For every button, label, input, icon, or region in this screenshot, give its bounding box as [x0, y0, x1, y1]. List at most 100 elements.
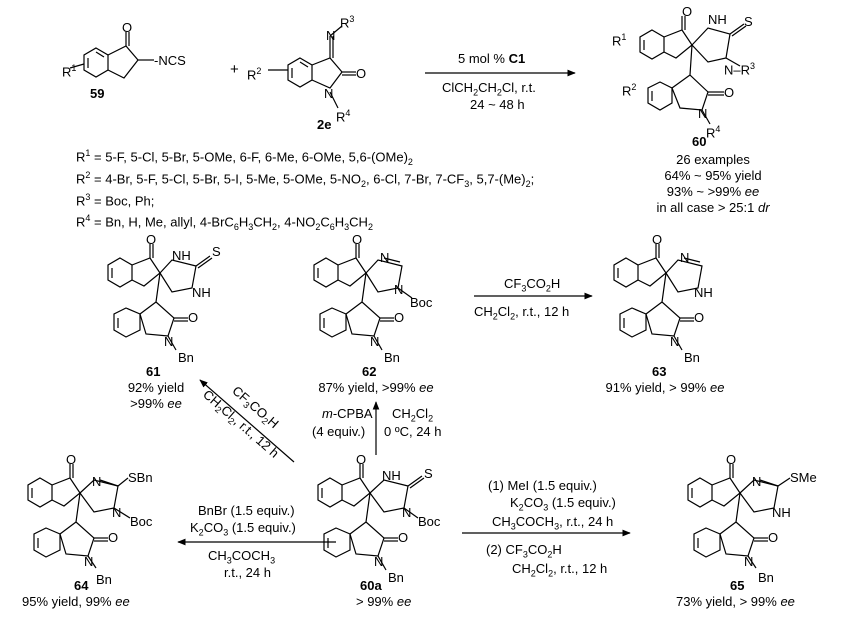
s-label-60: S [744, 14, 753, 29]
n-oxindole-63: N [670, 334, 680, 349]
structure-63 [613, 244, 703, 351]
boc-label-62: Boc [410, 295, 433, 310]
s-label-60a: S [424, 466, 433, 481]
structure-62 [313, 244, 413, 351]
n-oxindole-61: N [164, 334, 174, 349]
ee-range: 93% ~ >99% ee [666, 184, 760, 199]
bn-label-60a: Bn [388, 570, 404, 585]
condition-step2-solvent: CH2Cl2, r.t., 12 h [512, 561, 608, 579]
o-oxindole-60a: O [398, 530, 409, 545]
solvent-condition: ClCH2CH2Cl, r.t. [442, 80, 536, 98]
compound-62-label: 62 [362, 364, 377, 379]
bn-label-61: Bn [178, 350, 194, 365]
r1-label: R1 [62, 63, 77, 80]
r4-values: R4 = Bn, H, Me, allyl, 4-BrC6H3CH2, 4-NO… [76, 213, 373, 232]
r1-values: R1 = 5-F, 5-Cl, 5-Br, 5-OMe, 6-F, 6-Me, … [76, 148, 413, 167]
condition-mcpba: m-CPBA [322, 406, 373, 421]
o-oxindole-62: O [394, 310, 405, 325]
bn-label-62: Bn [384, 350, 400, 365]
compound-59-label: 59 [90, 86, 105, 101]
boc-label-60a: Boc [418, 514, 441, 529]
bn-label-65: Bn [758, 570, 774, 585]
condition-mcpba-solvent: CH2Cl2 [392, 406, 434, 424]
condition-bnbr: BnBr (1.5 equiv.) [198, 503, 295, 518]
condition-mcpba-temp: 0 ºC, 24 h [384, 424, 442, 439]
yield-62: 87% yield, >99% ee [318, 380, 434, 395]
compound-61-label: 61 [146, 364, 161, 379]
o-label-64: O [66, 452, 77, 467]
plus-sign: + [230, 61, 239, 78]
condition-62-to-63-reagent: CF3CO2H [504, 276, 561, 294]
r3-label: R3 [340, 14, 355, 31]
n-label-63-top: N [680, 250, 690, 265]
ncs-label: -NCS [154, 53, 186, 68]
condition-mei: (1) MeI (1.5 equiv.) [488, 478, 597, 493]
nh-label-65: NH [772, 505, 791, 520]
compound-65-label: 65 [730, 578, 745, 593]
o-label-65: O [726, 452, 737, 467]
n-oxindole-65: N [744, 554, 754, 569]
o-label-63: O [652, 232, 663, 247]
ee-61: >99% ee [130, 396, 182, 411]
compound-2e-label: 2e [317, 117, 332, 132]
dr-note: in all case > 25:1 dr [656, 200, 770, 215]
condition-62-to-63-solvent: CH2Cl2, r.t., 12 h [474, 304, 570, 322]
o-label-59: O [122, 20, 133, 35]
yield-64: 95% yield, 99% ee [22, 594, 130, 609]
o-label-61: O [146, 232, 157, 247]
n-oxindole-60: N [698, 106, 708, 121]
n-oxindole-64: N [84, 554, 94, 569]
examples-count: 26 examples [676, 152, 750, 167]
ee-60a: > 99% ee [356, 594, 412, 609]
yield-63: 91% yield, > 99% ee [605, 380, 725, 395]
structure-60a [317, 464, 425, 571]
condition-k2co3-65: K2CO3 (1.5 equiv.) [510, 495, 616, 513]
n-label-62: N [394, 282, 404, 297]
compound-60a-label: 60a [360, 578, 382, 593]
r4-label-60: R4 [706, 124, 721, 141]
n-oxindole-60a: N [374, 554, 384, 569]
o-oxindole-60: O [724, 85, 735, 100]
n-oxindole-62: N [370, 334, 380, 349]
nh-label-63: NH [694, 285, 713, 300]
structure-64 [27, 464, 131, 569]
condition-60a-to-61: CF3CO2H CH2Cl2, r.t., 12 h [200, 383, 282, 461]
yield-range: 64% ~ 95% yield [664, 168, 762, 183]
o-label-60: O [682, 4, 693, 19]
nh-label-61: NH [192, 285, 211, 300]
structure-60 [639, 16, 747, 125]
catalyst-condition: 5 mol % C1 [458, 51, 526, 66]
n-label-65-top: N [752, 474, 762, 489]
condition-acetone-64: CH3COCH3 [208, 548, 276, 566]
arrow-60a-to-61 [199, 379, 295, 463]
yield-61: 92% yield [127, 380, 185, 395]
o-label-60a: O [356, 452, 367, 467]
o-oxindole-65: O [768, 530, 779, 545]
r3-values: R3 = Boc, Ph; [76, 192, 155, 209]
r1-label-60: R1 [612, 32, 627, 49]
structure-61 [107, 244, 213, 351]
condition-acetone-65: CH3COCH3, r.t., 24 h [492, 514, 614, 532]
compound-60-label: 60 [692, 134, 707, 149]
r4-label: R4 [336, 108, 351, 125]
nh-label-61-top: NH [172, 248, 191, 263]
s-label-61: S [212, 244, 221, 259]
sbn-label-64: SBn [128, 470, 153, 485]
n-label-64: N [112, 505, 122, 520]
compound-63-label: 63 [652, 364, 667, 379]
sme-label-65: SMe [790, 470, 817, 485]
nh-label-60a: NH [382, 468, 401, 483]
condition-mcpba-equiv: (4 equiv.) [312, 424, 366, 439]
o-label-62: O [352, 232, 363, 247]
n-r3-label-60: N–R3 [724, 61, 756, 78]
yield-65: 73% yield, > 99% ee [676, 594, 795, 609]
r2-values: R2 = 4-Br, 5-F, 5-Cl, 5-Br, 5-I, 5-Me, 5… [76, 170, 535, 189]
structure-65 [687, 464, 791, 569]
boc-label-64: Boc [130, 514, 153, 529]
n-label-2e: N [324, 86, 334, 101]
o-oxindole-64: O [108, 530, 119, 545]
bn-label-64: Bn [96, 572, 112, 587]
n-label-64-top: N [92, 474, 102, 489]
time-condition: 24 ~ 48 h [470, 97, 525, 112]
